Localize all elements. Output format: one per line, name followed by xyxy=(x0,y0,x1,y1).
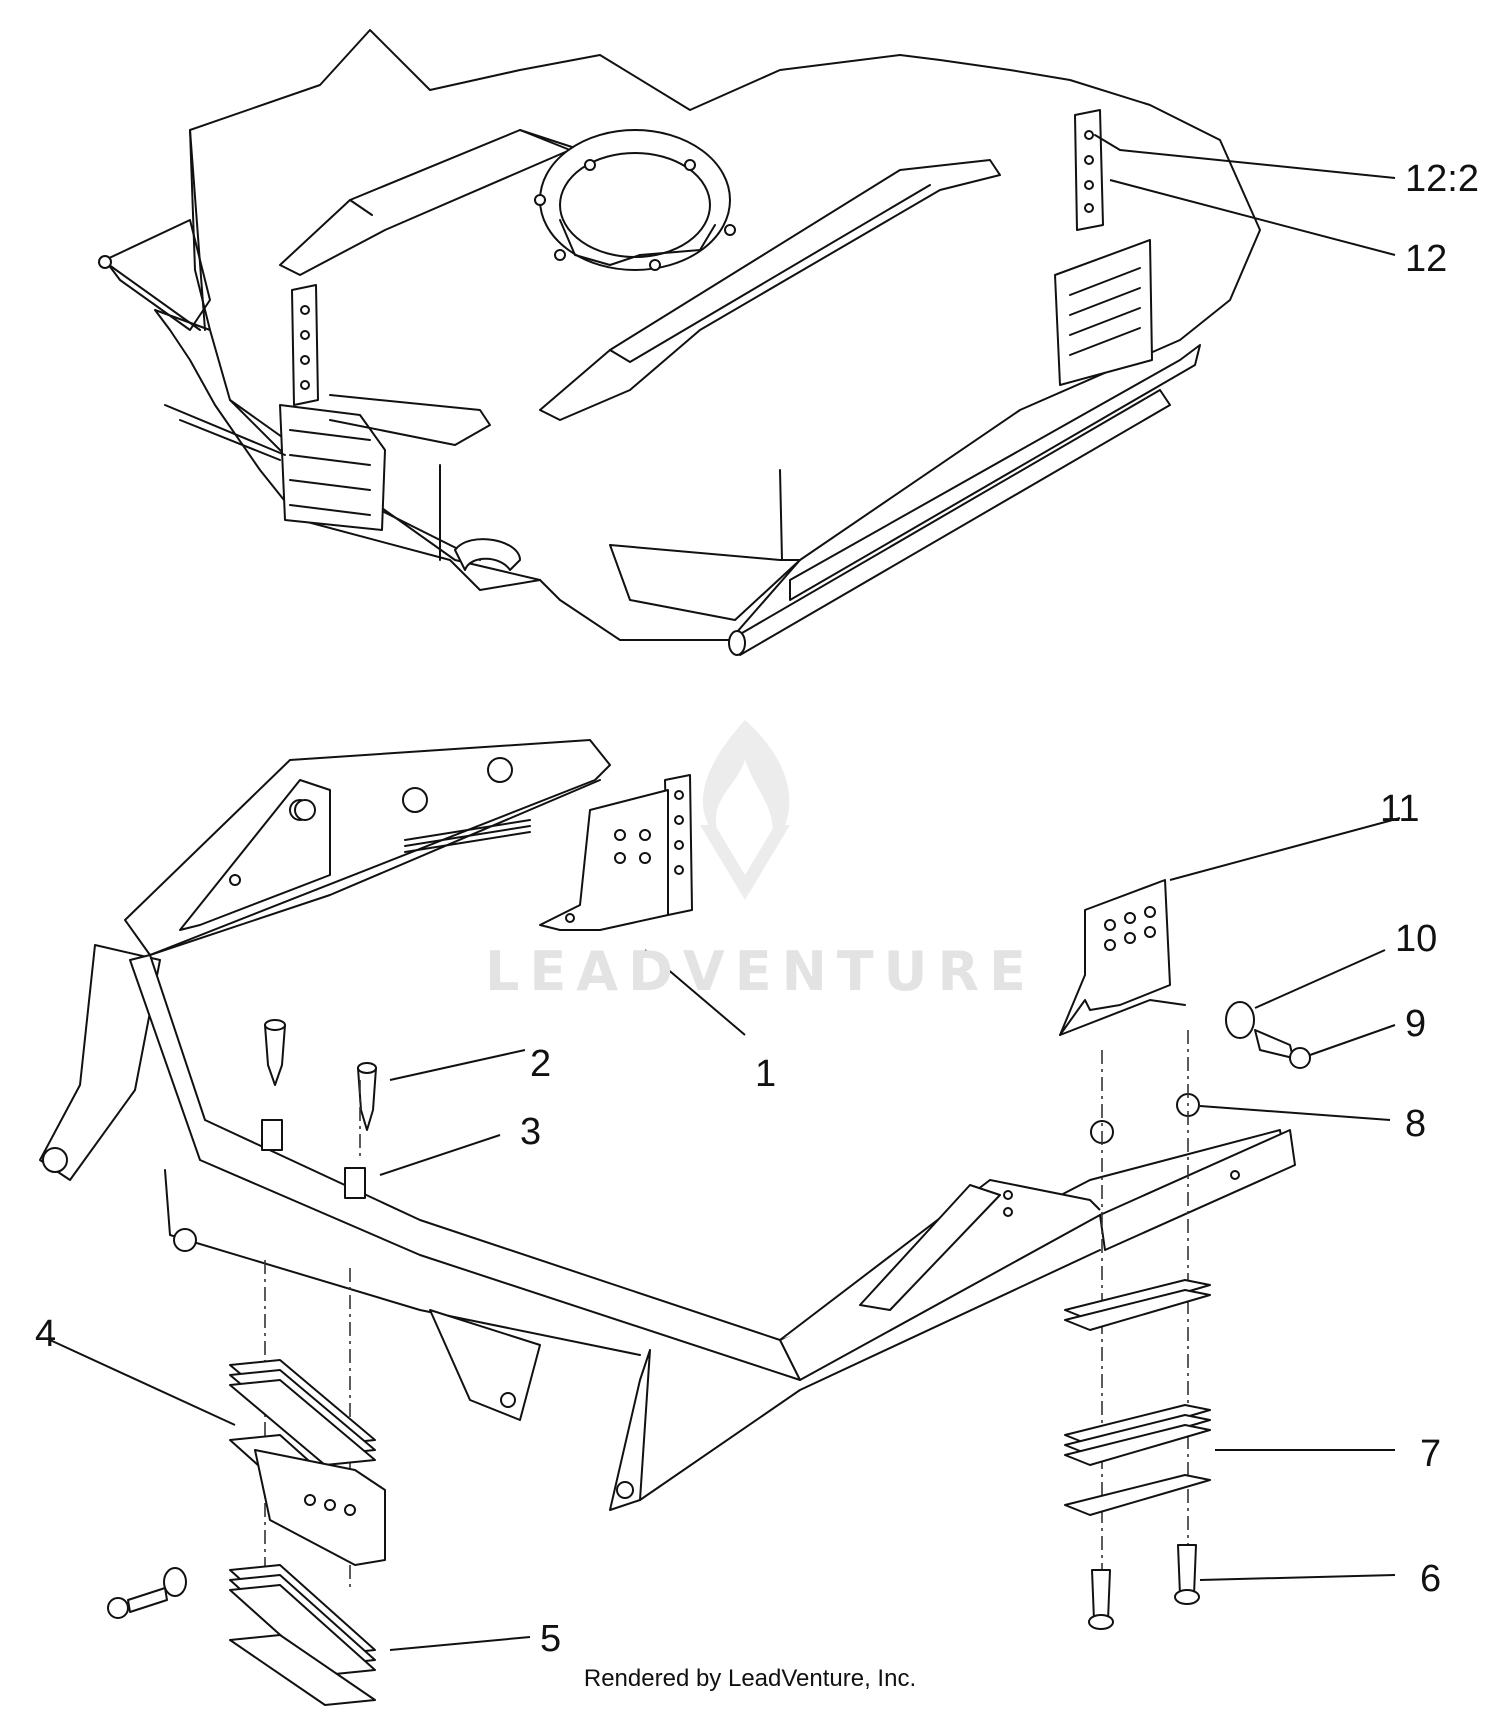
part-8-nuts xyxy=(1090,1093,1200,1144)
callout-7: 7 xyxy=(1420,1433,1442,1475)
render-credit: Rendered by LeadVenture, Inc. xyxy=(583,1665,917,1692)
assembly-dashed-lines xyxy=(264,1030,1189,1590)
part-11-bracket xyxy=(1059,879,1186,1036)
part-10-spacer-and-part-9-bolt xyxy=(1225,1001,1311,1069)
part-4-and-part-5-shims-left xyxy=(107,1359,386,1706)
callout-leader-lines xyxy=(49,149,1401,1651)
part-7-shims-and-part-6-bolts-right xyxy=(1064,1279,1211,1630)
part-2-bolts-and-part-3-spacers xyxy=(261,1019,377,1199)
watermark-text: LEADVENTURE xyxy=(485,940,1036,1003)
callout-10: 10 xyxy=(1395,918,1438,960)
part-1-bracket xyxy=(539,774,693,931)
mower-deck-assembly xyxy=(98,29,1261,656)
callout-11: 11 xyxy=(1380,788,1420,830)
callout-12-2: 12:2 xyxy=(1405,158,1479,200)
callout-1: 1 xyxy=(755,1053,777,1095)
callout-4: 4 xyxy=(35,1313,57,1355)
callout-12: 12 xyxy=(1405,238,1448,280)
callout-6: 6 xyxy=(1420,1558,1442,1600)
callout-2: 2 xyxy=(530,1043,552,1085)
callout-5: 5 xyxy=(540,1618,562,1660)
callout-8: 8 xyxy=(1405,1103,1427,1145)
mounting-frame-assembly xyxy=(39,739,1296,1511)
leadventure-flame-logo-icon xyxy=(700,720,790,900)
callout-3: 3 xyxy=(520,1111,542,1153)
callout-9: 9 xyxy=(1405,1003,1427,1045)
